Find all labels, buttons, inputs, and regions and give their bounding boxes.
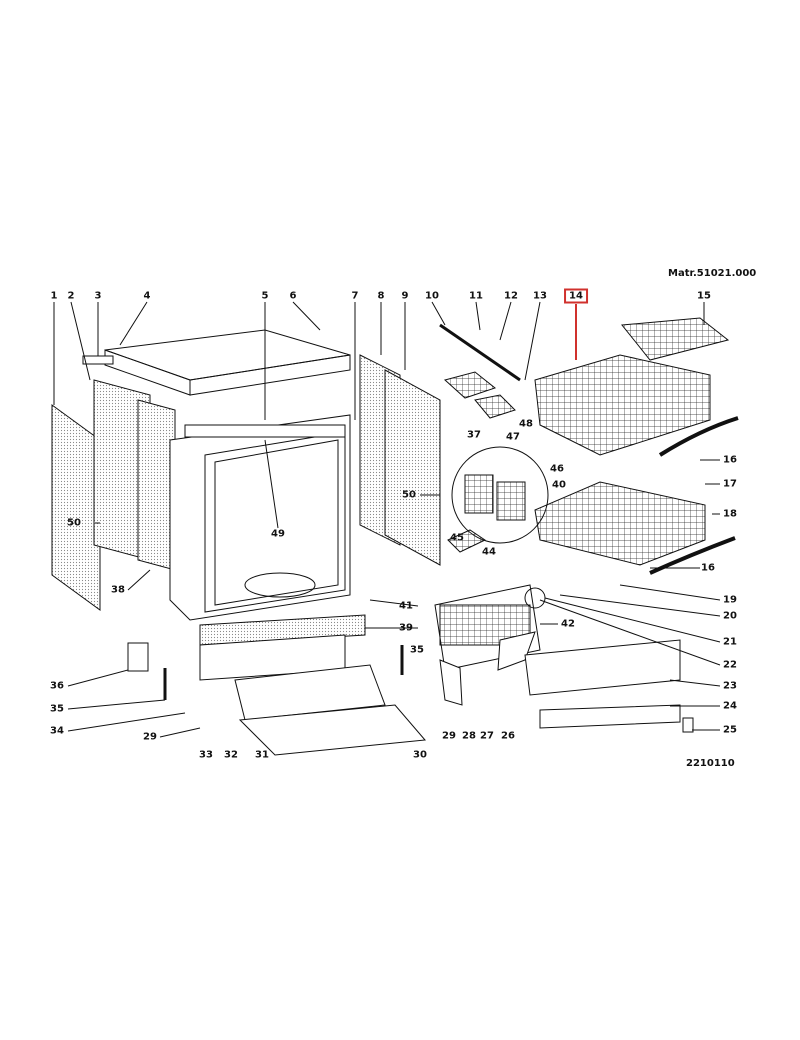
- part-label[interactable]: 39: [399, 622, 413, 634]
- part-label[interactable]: 33: [199, 749, 213, 761]
- part-label[interactable]: 23: [723, 680, 737, 692]
- part-label[interactable]: 15: [697, 290, 711, 302]
- part-label[interactable]: 36: [50, 680, 64, 692]
- part-label[interactable]: 16: [701, 562, 715, 574]
- part-label[interactable]: 49: [271, 528, 285, 540]
- upper-basket: [534, 354, 711, 456]
- insulation-right: [384, 369, 441, 566]
- part-label[interactable]: 12: [504, 290, 518, 302]
- matr-code: Matr.51021.000: [668, 268, 757, 279]
- part-label[interactable]: 47: [506, 431, 520, 443]
- part-label[interactable]: 7: [351, 290, 359, 302]
- highlighted-part-label[interactable]: 14: [564, 288, 588, 304]
- part-label[interactable]: 8: [377, 290, 385, 302]
- part-label[interactable]: 50: [67, 517, 81, 529]
- part-label[interactable]: 16: [723, 454, 737, 466]
- part-label[interactable]: 18: [723, 508, 737, 520]
- part-label[interactable]: 21: [723, 636, 737, 648]
- part-label[interactable]: 27: [480, 730, 494, 742]
- part-label[interactable]: 48: [519, 418, 533, 430]
- part-label[interactable]: 3: [94, 290, 102, 302]
- top-cover: [104, 329, 351, 381]
- part-label[interactable]: 38: [111, 584, 125, 596]
- lower-basket: [534, 481, 706, 566]
- part-label[interactable]: 29: [442, 730, 456, 742]
- part-label[interactable]: 22: [723, 659, 737, 671]
- part-label[interactable]: 41: [399, 600, 413, 612]
- part-label[interactable]: 13: [533, 290, 547, 302]
- insulation-left: [137, 399, 176, 571]
- part-label[interactable]: 31: [255, 749, 269, 761]
- part-label[interactable]: 28: [462, 730, 476, 742]
- part-label[interactable]: 40: [552, 479, 566, 491]
- part-label[interactable]: 26: [501, 730, 515, 742]
- part-label[interactable]: 24: [723, 700, 737, 712]
- part-label[interactable]: 17: [723, 478, 737, 490]
- part-label[interactable]: 37: [467, 429, 481, 441]
- part-label[interactable]: 19: [723, 594, 737, 606]
- part-label[interactable]: 4: [143, 290, 151, 302]
- part-label[interactable]: 6: [289, 290, 297, 302]
- part-label[interactable]: 46: [550, 463, 564, 475]
- part-label[interactable]: 11: [469, 290, 483, 302]
- part-label[interactable]: 25: [723, 724, 737, 736]
- part-label[interactable]: 45: [450, 532, 464, 544]
- part-label[interactable]: 34: [50, 725, 64, 737]
- part-label[interactable]: 44: [482, 546, 496, 558]
- part-label[interactable]: 2: [67, 290, 75, 302]
- part-label[interactable]: 10: [425, 290, 439, 302]
- part-label[interactable]: 42: [561, 618, 575, 630]
- part-label[interactable]: 29: [143, 731, 157, 743]
- part-label[interactable]: 30: [413, 749, 427, 761]
- part-label[interactable]: 32: [224, 749, 238, 761]
- side-panel-left: [51, 404, 101, 611]
- part-label[interactable]: 35: [50, 703, 64, 715]
- drawing-code: 2210110: [686, 758, 735, 769]
- part-label[interactable]: 9: [401, 290, 409, 302]
- part-label[interactable]: 5: [261, 290, 269, 302]
- part-label[interactable]: 20: [723, 610, 737, 622]
- part-label[interactable]: 50: [402, 489, 416, 501]
- part-label[interactable]: 35: [410, 644, 424, 656]
- part-label[interactable]: 1: [50, 290, 58, 302]
